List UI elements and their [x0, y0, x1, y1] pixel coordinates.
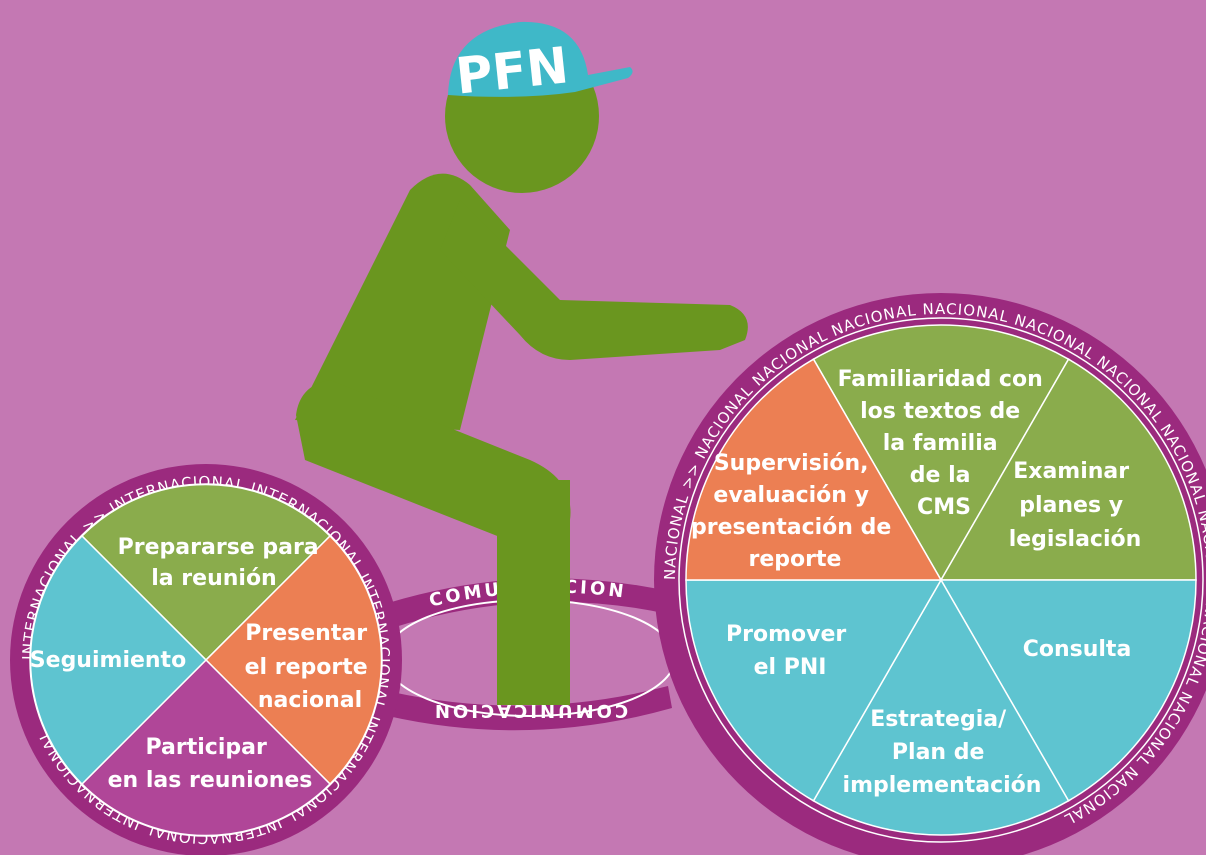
right-segment-examinar: [939, 358, 1197, 581]
right-segment-promover: [685, 579, 943, 802]
right-segment-estrategia-label: Estrategia/ Plan de implementación: [843, 707, 1042, 798]
left-segment-right-label: Presentar el reporte nacional: [245, 621, 376, 713]
left-segment-left-label: Seguimiento: [30, 648, 186, 673]
cyclist-figure: PFN: [295, 21, 748, 705]
left-segment-bottom-label: Participar en las reuniones: [108, 735, 313, 793]
right-segment-consulta-label: Consulta: [1023, 637, 1132, 662]
left-segment-top: [80, 483, 332, 662]
cyclist-arm: [440, 200, 748, 360]
right-segment-supervision: [685, 358, 943, 581]
cap-icon: [448, 21, 633, 97]
right-segment-estrategia: [812, 578, 1070, 836]
right-segment-supervision-label: Supervisión, evaluación y presentación d…: [691, 451, 899, 572]
right-segment-familiaridad-label: Familiaridad con los textos de la famili…: [838, 367, 1051, 520]
cap-label: PFN: [453, 36, 571, 105]
cyclist-shin: [497, 480, 570, 705]
left-segment-bottom: [80, 658, 332, 837]
left-segment-top-label: Prepararse para la reunión: [118, 535, 327, 591]
left-segment-left: [29, 534, 208, 786]
left-segment-right: [204, 534, 383, 786]
right-segment-promover-label: Promover el PNI: [726, 622, 854, 680]
right-segment-examinar-label: Examinar planes y legislación: [1009, 459, 1142, 552]
right-segment-familiaridad: [812, 324, 1070, 582]
right-segment-consulta: [939, 579, 1197, 802]
communication-bottom-label: COMUNICACION: [432, 700, 628, 721]
left-wheel: INTERNACIONAL >> INTERNACIONAL INTERNACI…: [10, 464, 402, 855]
right-wheel: NACIONAL >> NACIONAL NACIONAL NACIONAL N…: [654, 293, 1206, 855]
